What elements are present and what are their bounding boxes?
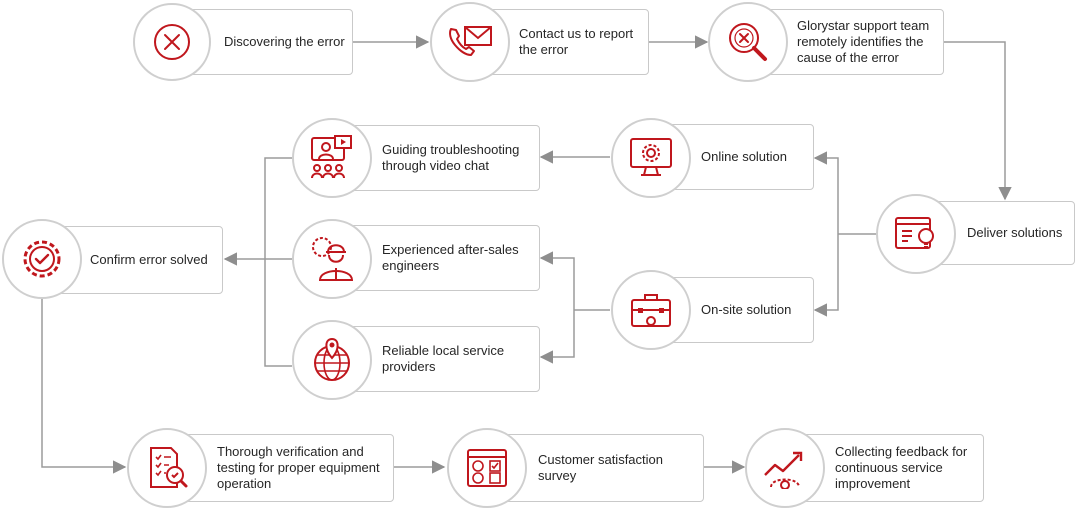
solution-idea-icon xyxy=(895,217,934,249)
step-engineers-label: Experienced after-sales engineers xyxy=(382,242,519,273)
step-deliver-circle xyxy=(876,194,956,274)
globe-pin-icon xyxy=(314,337,350,381)
step-engineers-box: Experienced after-sales engineers xyxy=(333,225,540,291)
monitor-gear-icon xyxy=(630,138,672,176)
step-onsite-label: On-site solution xyxy=(701,302,792,317)
arrow-to-online xyxy=(813,151,839,234)
magnifier-error-icon xyxy=(729,23,767,61)
connector-left-merge xyxy=(264,157,292,367)
step-video-circle xyxy=(292,118,372,198)
step-discover-circle xyxy=(133,3,211,81)
video-chat-icon xyxy=(311,135,352,179)
step-survey-circle xyxy=(447,428,527,508)
arrow-identify-to-deliver xyxy=(944,41,1012,201)
step-survey-box: Customer satisfaction survey xyxy=(487,434,704,502)
step-engineers-circle xyxy=(292,219,372,299)
growth-chart-icon xyxy=(764,451,803,489)
arrow-to-engineers xyxy=(539,251,575,310)
toolbox-icon xyxy=(631,294,671,327)
arrow-to-onsite xyxy=(813,234,839,317)
step-local-label: Reliable local service providers xyxy=(382,343,505,374)
step-verify-label: Thorough verification and testing for pr… xyxy=(217,444,380,491)
step-deliver-label: Deliver solutions xyxy=(967,225,1063,240)
step-contact-circle xyxy=(430,2,510,82)
step-contact-label: Contact us to report the error xyxy=(519,26,634,57)
step-verify-circle xyxy=(127,428,207,508)
gear-check-icon xyxy=(23,240,61,278)
step-identify-label: Glorystar support team remotely identifi… xyxy=(797,18,930,65)
engineer-icon xyxy=(312,237,354,281)
step-online-circle xyxy=(611,118,691,198)
step-identify-circle xyxy=(708,2,788,82)
step-online-label: Online solution xyxy=(701,149,787,164)
step-onsite-circle xyxy=(611,270,691,350)
step-feedback-circle xyxy=(745,428,825,508)
arrow-to-local xyxy=(539,310,575,364)
step-discover-label: Discovering the error xyxy=(224,34,345,49)
step-video-label: Guiding troubleshooting through video ch… xyxy=(382,142,520,173)
step-survey-label: Customer satisfaction survey xyxy=(538,452,663,483)
step-confirm-label: Confirm error solved xyxy=(90,252,208,267)
arrow-confirm-to-verify xyxy=(41,296,127,474)
checklist-search-icon xyxy=(150,447,188,488)
step-verify-box: Thorough verification and testing for pr… xyxy=(168,434,394,502)
survey-form-icon xyxy=(467,449,507,487)
error-x-icon xyxy=(154,24,190,60)
phone-mail-icon xyxy=(449,26,492,56)
step-local-circle xyxy=(292,320,372,400)
step-confirm-circle xyxy=(2,219,82,299)
step-feedback-label: Collecting feedback for continuous servi… xyxy=(835,444,968,491)
